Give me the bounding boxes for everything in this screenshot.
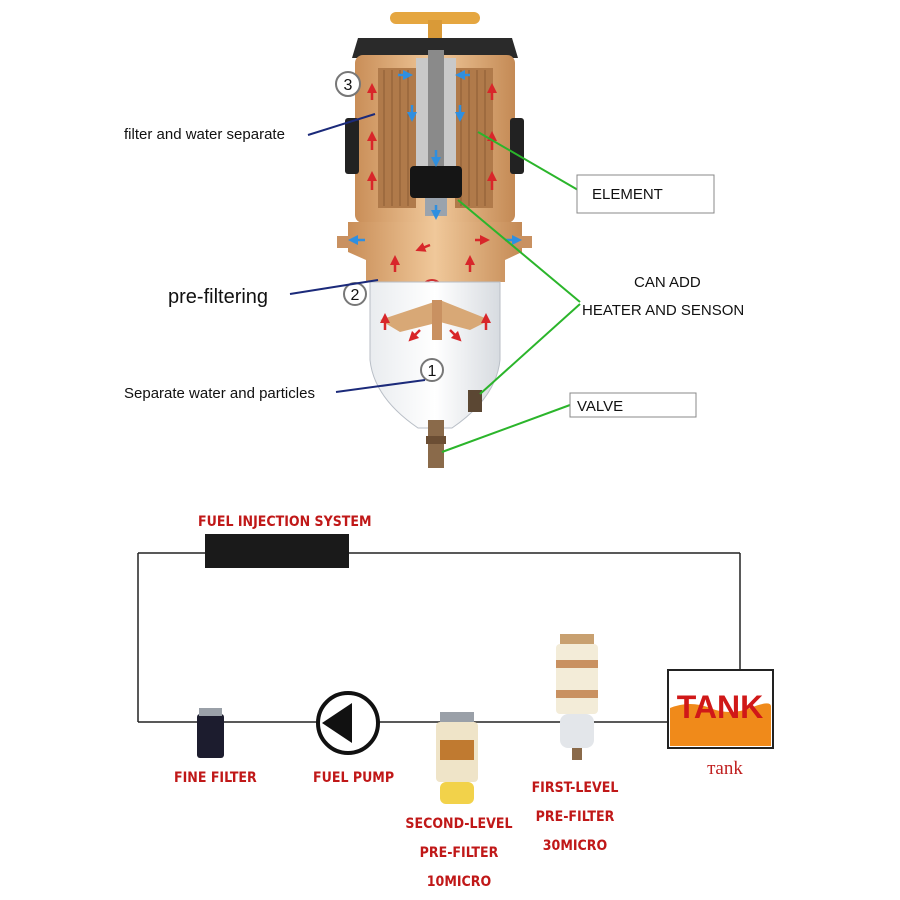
element-label-box: ELEMENT — [576, 174, 715, 214]
tank-icon — [667, 669, 774, 749]
lid — [352, 38, 518, 58]
tank-sub-label: тank — [707, 758, 743, 779]
first-level-line-3: 30MICRO — [543, 838, 608, 854]
element-cup — [410, 166, 462, 198]
fuel-pump-icon — [316, 691, 380, 755]
fine-filter-icon — [197, 708, 224, 758]
step-3-label: 3 — [344, 77, 353, 94]
fuel-loop — [137, 552, 741, 723]
can-add-line-1: CAN ADD — [634, 274, 701, 291]
fuel-injection-label: FUEL INJECTION SYSTEM — [198, 514, 372, 530]
second-level-line-1: SECOND-LEVEL — [405, 816, 512, 832]
can-add-line-2: HEATER AND SENSON — [582, 302, 744, 319]
tank-label: TANK — [677, 689, 764, 725]
step-1-label: 1 — [428, 363, 437, 380]
second-level-line-3: 10MICRO — [427, 874, 492, 890]
fuel-injection-bar — [205, 534, 349, 568]
t-handle-icon — [390, 12, 480, 24]
step-2-badge: 2 — [343, 282, 367, 306]
fine-filter-label: FINE FILTER — [174, 770, 257, 786]
sensor-port — [468, 390, 482, 412]
leader-lines — [289, 113, 581, 453]
callout-filter-water: filter and water separate — [124, 126, 285, 143]
valve-label: VALVE — [577, 398, 623, 415]
second-level-line-2: PRE-FILTER — [420, 845, 499, 861]
step-2-label: 2 — [351, 287, 360, 304]
step-1-badge: 1 — [420, 358, 444, 382]
valve-label-box: VALVE — [569, 392, 697, 418]
first-level-line-2: PRE-FILTER — [536, 809, 615, 825]
fuel-pump-label: FUEL PUMP — [313, 770, 394, 786]
first-level-line-1: FIRST-LEVEL — [532, 780, 619, 796]
center-shaft — [428, 50, 444, 170]
middle-body — [348, 222, 522, 282]
callout-separate: Separate water and particles — [124, 385, 315, 402]
second-level-filter-icon — [436, 712, 478, 804]
filter-cutaway: 3 2 1 — [335, 12, 532, 468]
first-level-filter-icon — [556, 634, 598, 760]
element-label: ELEMENT — [592, 186, 663, 203]
step-3-badge: 3 — [335, 71, 361, 97]
callout-pre-filtering: pre-filtering — [168, 286, 268, 308]
